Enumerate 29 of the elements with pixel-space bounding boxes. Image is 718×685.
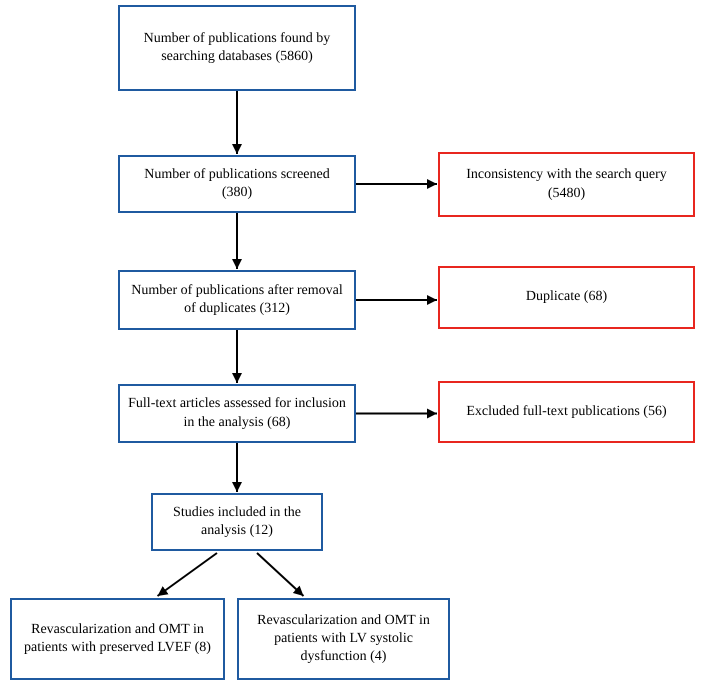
arrow (356, 295, 437, 305)
box-text: Studies included in the analysis (12) (172, 504, 302, 540)
box-text: Excluded full-text publications (56) (466, 402, 667, 421)
arrow (232, 330, 242, 383)
process-box (438, 266, 695, 329)
arrow (232, 443, 242, 492)
process-box (118, 384, 356, 443)
box-text: Number of publications after removal of duplicates (312) (130, 282, 344, 318)
process-box (118, 5, 356, 91)
box-text: Duplicate (68) (526, 288, 608, 306)
arrow (232, 213, 242, 269)
process-box (10, 598, 225, 680)
box-text: Full-text articles assessed for inclusion in the analysis (68) (128, 395, 346, 432)
box-text: Number of publications found by searching databases (5860) (142, 30, 332, 66)
process-box (151, 493, 323, 551)
process-box (237, 598, 450, 680)
box-text: Revascularization and OMT in patients with LV systolic dysfunction (4) (256, 612, 431, 666)
box-text: Inconsistency with the search query (5480) (465, 166, 668, 202)
process-box (438, 381, 695, 443)
arrow (156, 552, 218, 597)
process-box (438, 152, 695, 217)
arrow (232, 91, 242, 154)
process-box (118, 270, 356, 330)
arrow (356, 408, 437, 418)
process-box (118, 155, 356, 213)
box-text: Number of publications screened (380) (143, 166, 331, 202)
arrow (256, 552, 304, 597)
box-text: Revascularization and OMT in patients with preserved LVEF (8) (23, 620, 212, 657)
arrow (356, 179, 437, 189)
